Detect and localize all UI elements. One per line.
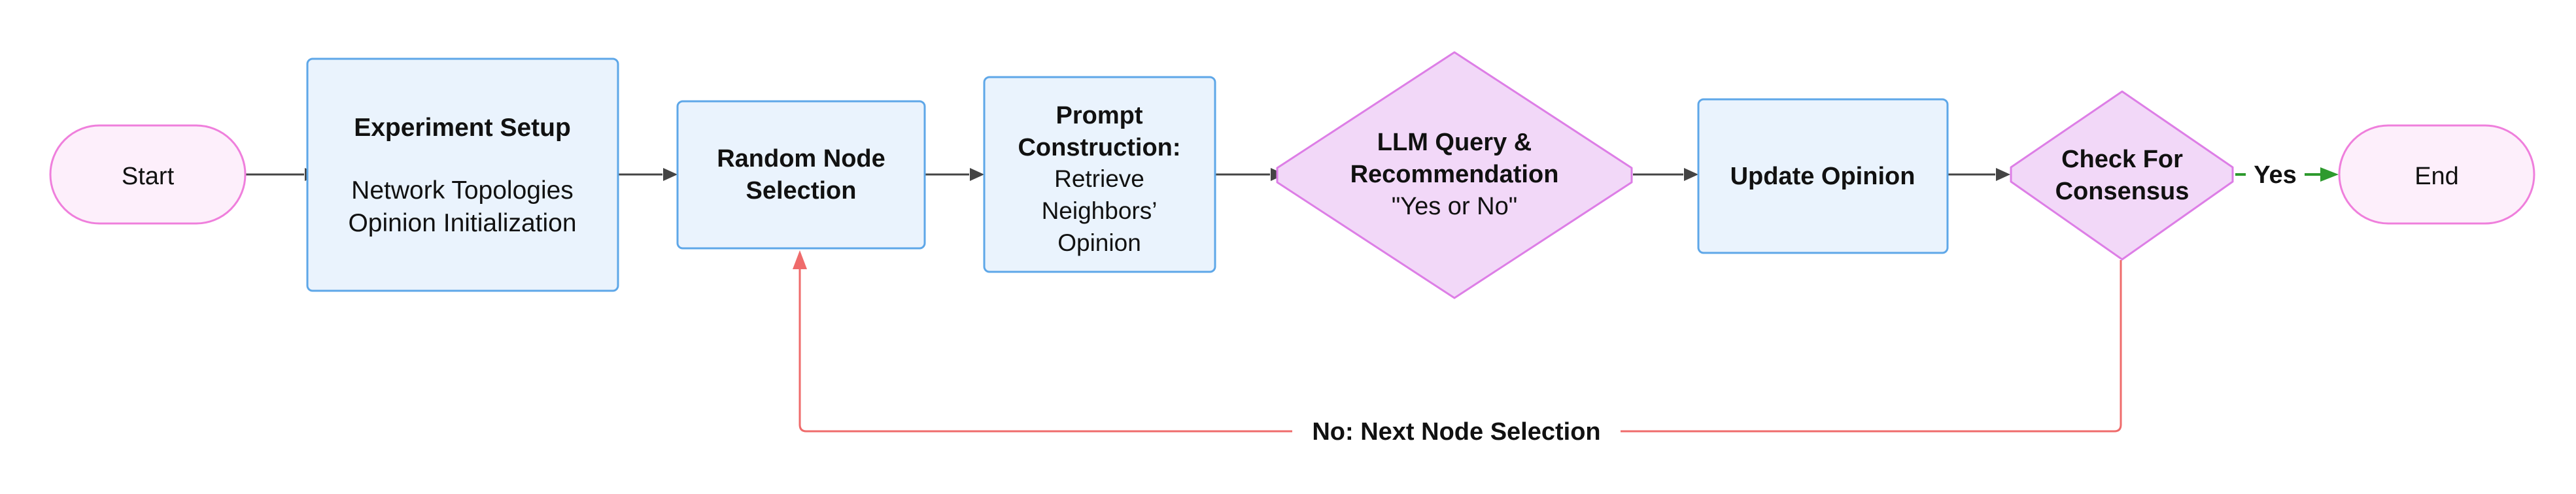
update-label: Update Opinion	[1730, 163, 1915, 190]
arrowhead-yes	[2320, 167, 2339, 182]
arrowhead-setup-to-random	[663, 168, 678, 181]
random-line-1: Random Node	[717, 145, 885, 173]
node-experiment-setup: Experiment Setup Network Topologies Opin…	[306, 58, 619, 292]
setup-line-2: Opinion Initialization	[348, 209, 576, 237]
arrowhead-update-to-consensus	[1996, 168, 2010, 181]
prompt-line-1: Retrieve	[1054, 165, 1144, 192]
edges	[245, 167, 2339, 433]
start-shape	[49, 124, 247, 225]
llm-title-1: LLM Query &	[1377, 129, 1532, 156]
node-update-opinion: Update Opinion	[1697, 98, 1949, 254]
llm-title-2: Recommendation	[1350, 161, 1559, 188]
prompt-title-2: Construction:	[1018, 134, 1180, 161]
setup-title: Experiment Setup	[354, 114, 571, 142]
arrowhead-random-to-prompt	[970, 168, 984, 181]
node-random-selection: Random Node Selection	[676, 100, 926, 250]
prompt-line-3: Opinion	[1057, 229, 1141, 256]
llm-shape	[1276, 51, 1633, 299]
llm-line-1: "Yes or No"	[1392, 193, 1517, 220]
consensus-shape	[2010, 90, 2234, 261]
setup-shape	[306, 58, 619, 292]
update-shape	[1697, 98, 1949, 254]
arrow-no-loop	[799, 260, 2122, 433]
prompt-line-2: Neighbors’	[1042, 197, 1158, 224]
end-shape	[2338, 124, 2535, 225]
prompt-shape	[983, 76, 1216, 273]
consensus-line-1: Check For	[2061, 146, 2183, 173]
start-label: Start	[122, 163, 175, 190]
edge-label-yes: Yes	[2254, 161, 2297, 189]
node-prompt-construction: Prompt Construction: Retrieve Neighbors’…	[983, 76, 1216, 273]
setup-line-1: Network Topologies	[351, 176, 574, 205]
random-shape	[676, 100, 926, 250]
arrowhead-no	[793, 250, 807, 269]
node-check-consensus: Check For Consensus	[2010, 90, 2234, 261]
arrowhead-llm-to-update	[1684, 168, 1698, 181]
node-start: Start	[49, 124, 247, 225]
edge-label-no: No: Next Node Selection	[1312, 418, 1600, 446]
end-label: End	[2414, 163, 2459, 190]
prompt-title-1: Prompt	[1056, 102, 1143, 129]
consensus-line-2: Consensus	[2055, 178, 2190, 205]
node-end: End	[2338, 124, 2535, 225]
random-line-2: Selection	[746, 177, 857, 205]
node-llm-query: LLM Query & Recommendation "Yes or No"	[1276, 51, 1633, 299]
